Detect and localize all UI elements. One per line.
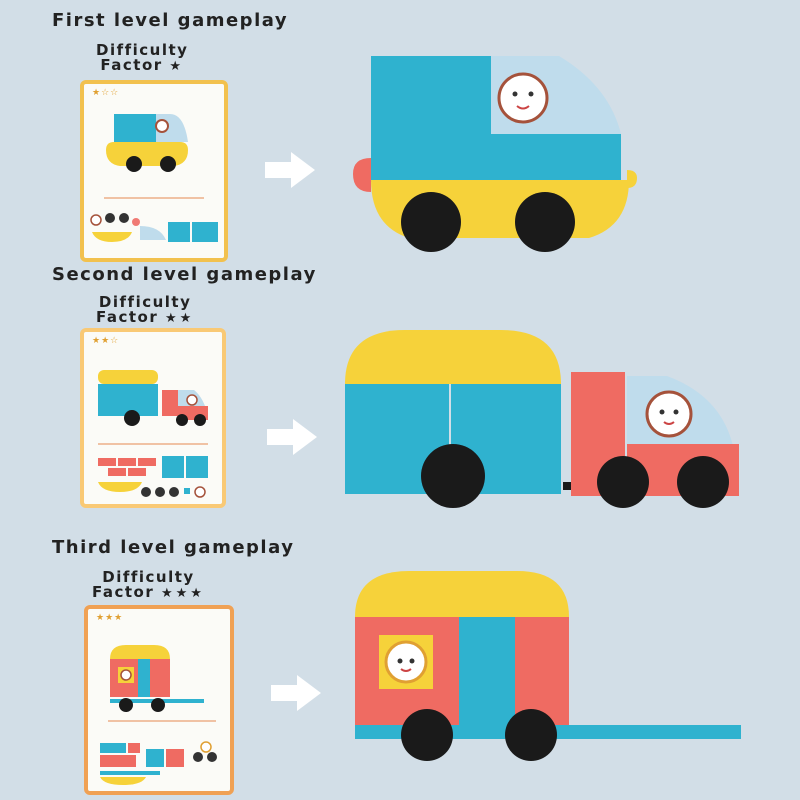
star-icon: ★★★: [161, 586, 205, 601]
level-2-card: ★★☆: [80, 328, 226, 508]
face-icon: [645, 390, 693, 438]
level-1-card-illustration: [90, 114, 218, 242]
level-3-difficulty: Difficulty Factor ★★★: [92, 568, 205, 602]
wheel-icon: [505, 709, 557, 761]
level-1-title: First level gameplay: [52, 10, 289, 31]
level-2-title: Second level gameplay: [52, 264, 317, 285]
level-1-toy-car: [353, 56, 637, 252]
right-arrow-icon: [271, 675, 321, 711]
factor-label: Factor: [92, 583, 155, 601]
wheel-icon: [597, 456, 649, 508]
face-icon: [497, 72, 549, 124]
difficulty-label: Difficulty: [98, 293, 192, 311]
right-arrow-icon: [267, 419, 317, 455]
difficulty-label: Difficulty: [102, 568, 195, 586]
card-stars: ★★★: [96, 613, 124, 623]
factor-label: Factor: [96, 308, 159, 326]
right-arrow-icon: [265, 152, 315, 188]
level-1-card: ★☆☆: [80, 80, 228, 262]
card-stars: ★★☆: [92, 336, 120, 346]
level-2-card-illustration: [98, 370, 208, 498]
wheel-icon: [515, 192, 575, 252]
factor-label: Factor: [100, 56, 163, 74]
level-3-toy-caravan: [355, 571, 741, 761]
wheel-icon: [677, 456, 729, 508]
level-3-card-illustration: [100, 645, 217, 785]
level-3-title: Third level gameplay: [52, 537, 295, 558]
level-3-card: ★★★: [84, 605, 234, 795]
wheel-icon: [421, 444, 485, 508]
star-icon: ★: [169, 59, 185, 74]
wheel-icon: [401, 192, 461, 252]
card-stars: ★☆☆: [92, 88, 120, 98]
level-2-difficulty: Difficulty Factor ★★: [96, 293, 195, 327]
face-icon: [384, 640, 428, 684]
level-2-toy-truck: [345, 330, 739, 508]
star-icon: ★★: [165, 311, 195, 326]
wheel-icon: [401, 709, 453, 761]
level-1-difficulty: Difficulty Factor ★: [96, 41, 189, 75]
difficulty-label: Difficulty: [96, 41, 189, 59]
